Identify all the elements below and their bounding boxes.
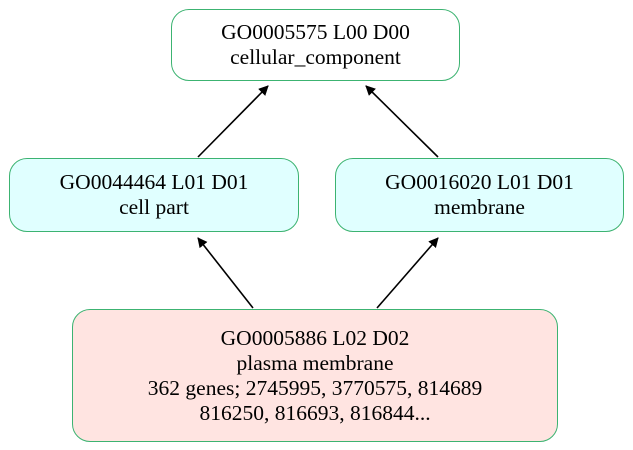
edge-membrane-to-root: [365, 85, 439, 158]
edge-plasma-membrane-to-cell-part: [197, 237, 254, 309]
node-genes-line: 362 genes; 2745995, 3770575, 814689: [147, 375, 483, 400]
node-term-name: cell part: [119, 195, 189, 219]
node-id-line: GO0005886 L02 D02: [220, 325, 410, 350]
node-id-line: GO0016020 L01 D01: [385, 170, 574, 194]
edge-cell-part-to-root: [197, 85, 269, 158]
node-term-name: cellular_component: [230, 45, 401, 69]
go-node-membrane: GO0016020 L01 D01 membrane: [335, 158, 624, 232]
node-id-line: GO0044464 L01 D01: [59, 170, 249, 194]
node-term-name: plasma membrane: [236, 350, 394, 375]
node-genes-line: 816250, 816693, 816844...: [199, 400, 431, 425]
edge-plasma-membrane-to-membrane: [376, 237, 439, 309]
go-node-cell-part: GO0044464 L01 D01 cell part: [9, 158, 299, 232]
go-node-plasma-membrane: GO0005886 L02 D02 plasma membrane 362 ge…: [72, 309, 558, 442]
node-id-line: GO0005575 L00 D00: [221, 20, 410, 44]
go-node-cellular-component: GO0005575 L00 D00 cellular_component: [171, 9, 460, 81]
node-term-name: membrane: [434, 195, 525, 219]
